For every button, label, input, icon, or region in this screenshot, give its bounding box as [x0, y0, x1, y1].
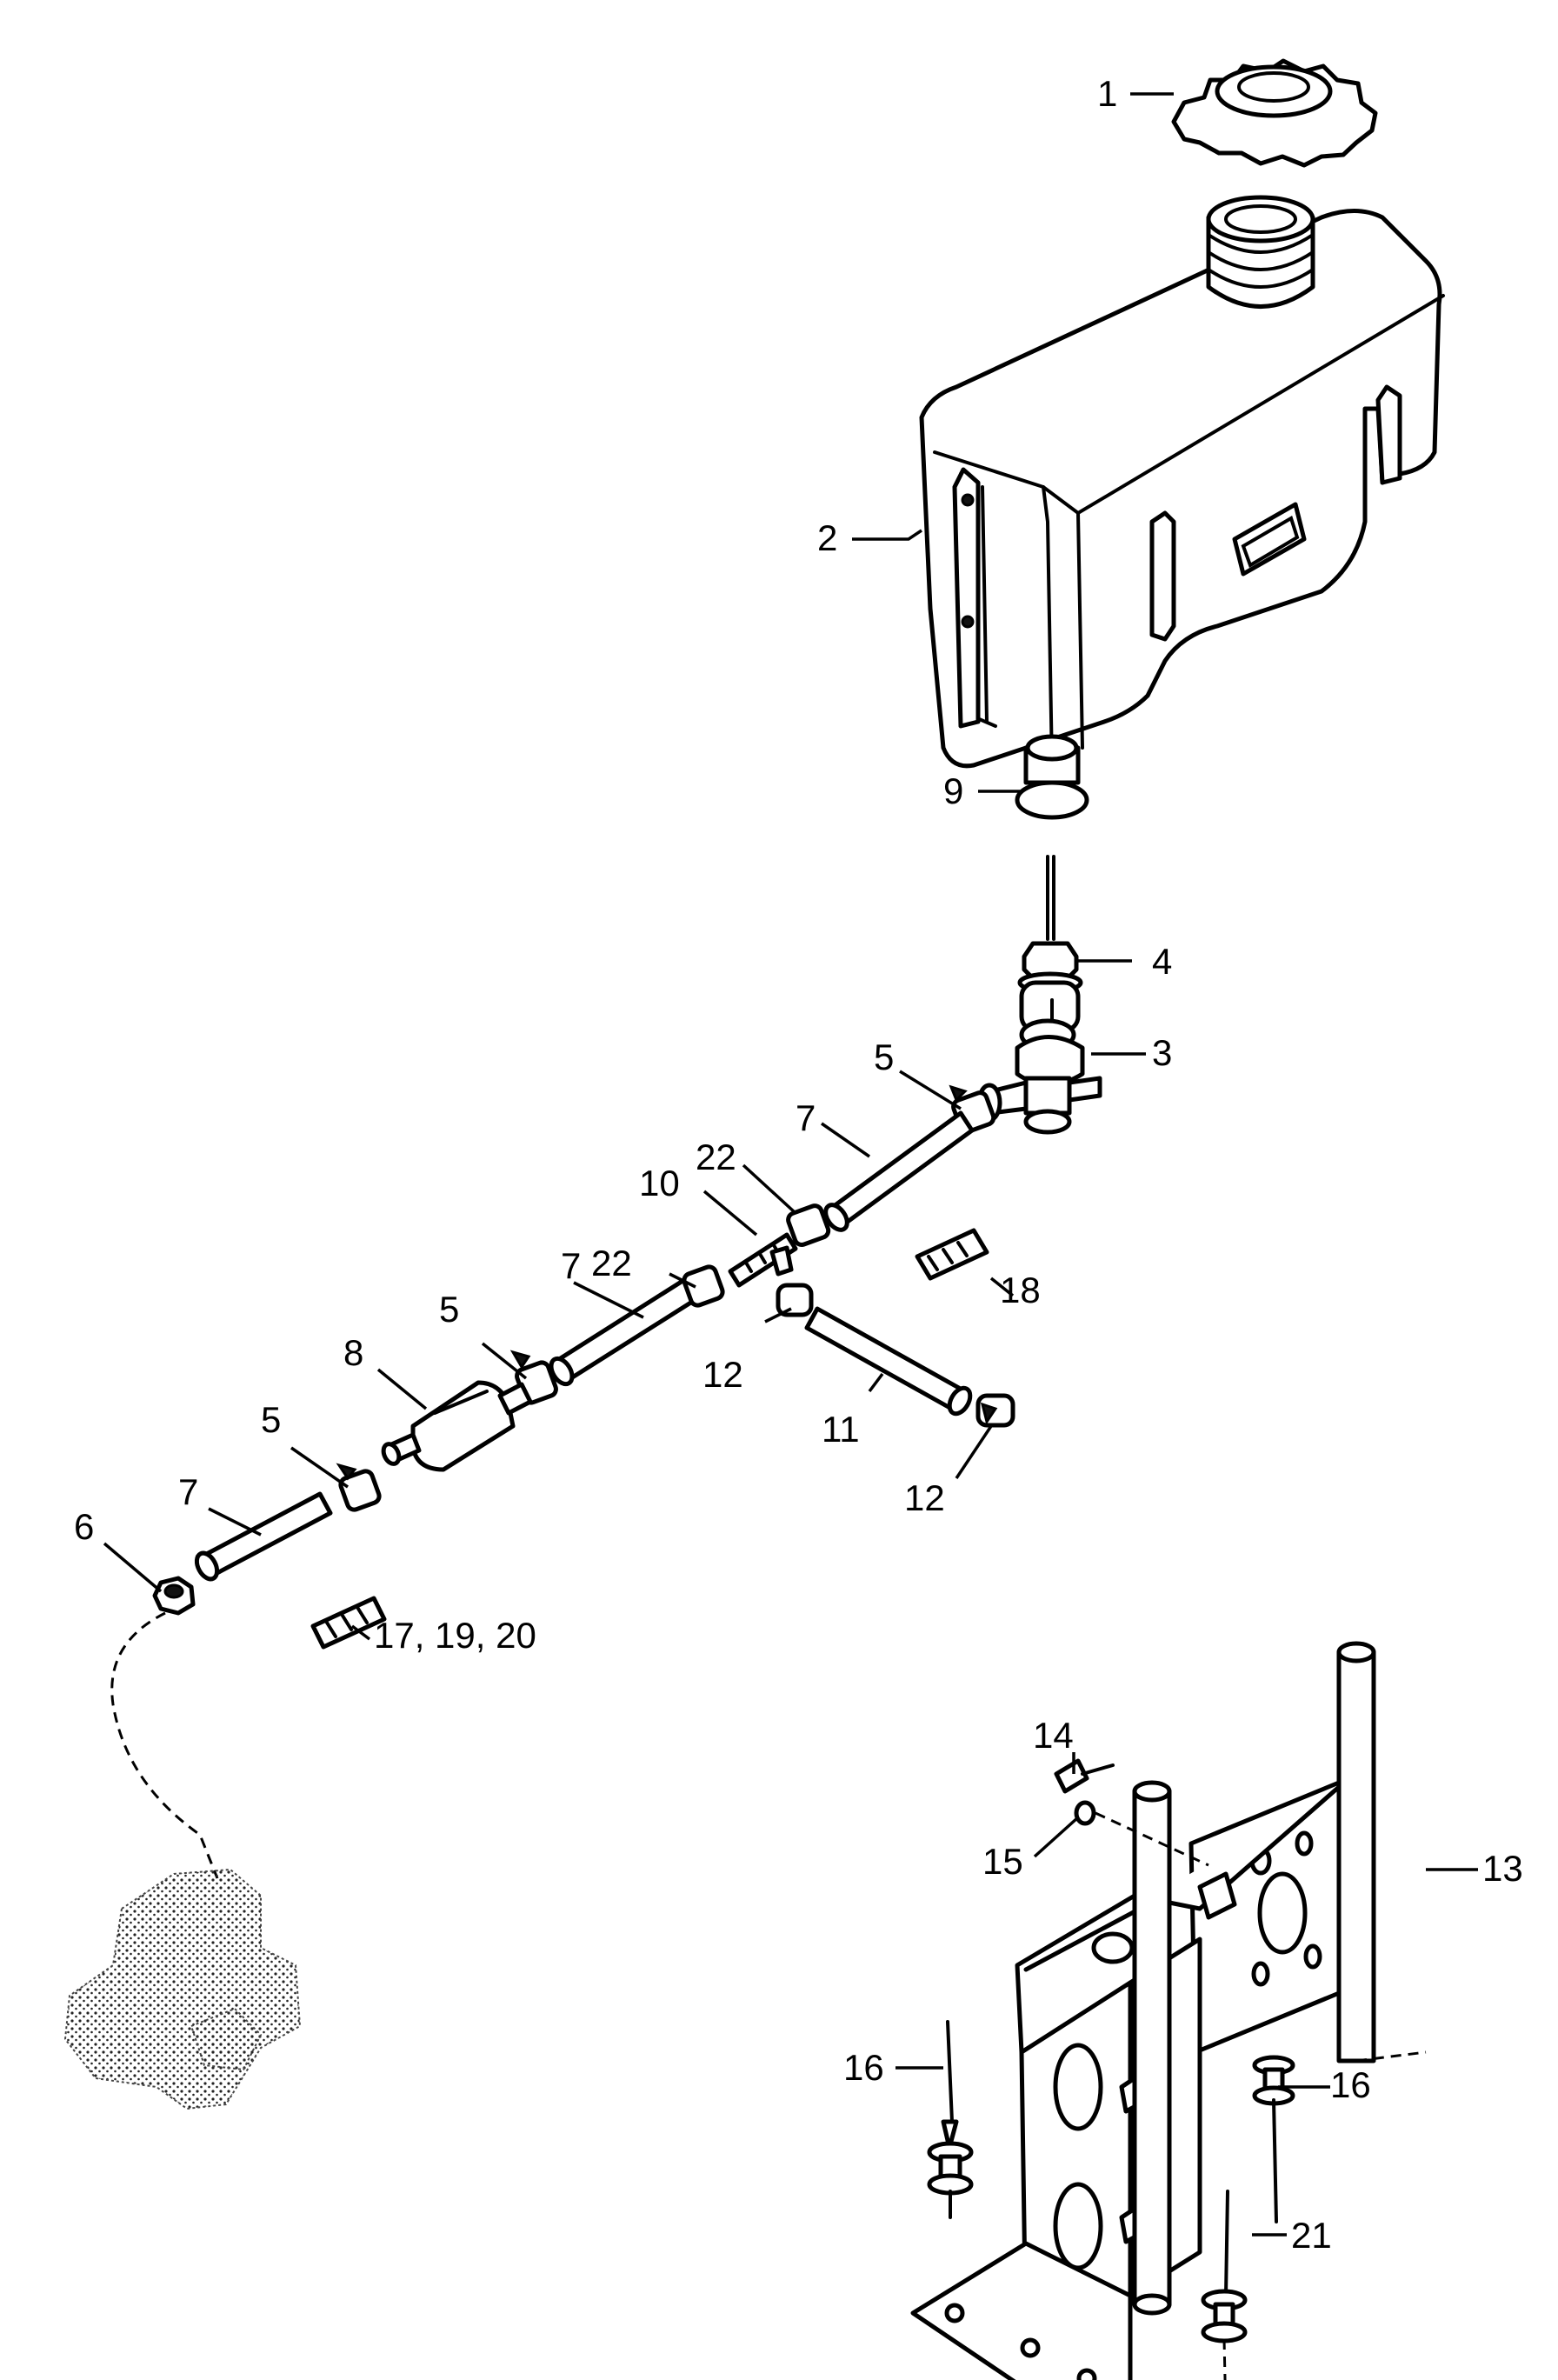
- routing-line: [110, 1611, 219, 1879]
- hose-upper: [823, 1110, 975, 1232]
- hose-branch: [804, 1306, 973, 1417]
- callout-5-middle: 5: [439, 1289, 459, 1330]
- hose-middle: [549, 1276, 702, 1387]
- tube-axis: [1355, 2050, 1427, 2063]
- engine-silhouette: [63, 1868, 302, 2110]
- callout-18: 18: [1000, 1270, 1041, 1310]
- callout-17-19-20: 17, 19, 20: [374, 1615, 536, 1656]
- hose-clamp-12: [776, 1283, 814, 1317]
- callout-5-lower: 5: [261, 1399, 281, 1440]
- callout-22-upper: 22: [696, 1137, 736, 1177]
- callout-16-left: 16: [843, 2047, 884, 2088]
- callout-7-upper: 7: [796, 1097, 816, 1138]
- leader-lines: [103, 92, 1478, 2237]
- callout-12-upper: 12: [702, 1354, 743, 1395]
- bolt-14: [1054, 1758, 1115, 1794]
- hose-lower: [194, 1491, 333, 1582]
- washer-15: [1074, 1800, 1096, 1826]
- hose-clamp-22: [682, 1264, 725, 1308]
- check-valve: [381, 1380, 533, 1472]
- callout-12-lower: 12: [904, 1477, 945, 1518]
- callout-15: 15: [982, 1841, 1023, 1882]
- callout-13: 13: [1482, 1848, 1523, 1889]
- mounting-pin-16a: [927, 2020, 974, 2219]
- callout-4: 4: [1152, 941, 1172, 982]
- callout-7-middle: 7: [561, 1245, 581, 1286]
- tank-grommet: [1015, 734, 1089, 820]
- bolt-axis: [1095, 1811, 1209, 1867]
- support-tube-short: [1132, 1780, 1172, 2316]
- callout-7-lower: 7: [178, 1471, 198, 1512]
- mounting-pin-16b: [1252, 2055, 1295, 2223]
- tank-cap: [1171, 58, 1378, 168]
- callout-21: 21: [1291, 2215, 1332, 2256]
- strainer-and-valve: [976, 855, 1102, 1135]
- mounting-pin-21: [1201, 2190, 1248, 2380]
- nozzle-nut: [152, 1576, 196, 1616]
- callout-5-upper: 5: [874, 1037, 894, 1077]
- callout-3: 3: [1152, 1032, 1172, 1073]
- hose-clamp: [336, 1463, 382, 1512]
- callout-8: 8: [343, 1332, 363, 1373]
- callout-10: 10: [639, 1163, 680, 1203]
- callout-14: 14: [1033, 1715, 1074, 1756]
- reservoir-tank: [919, 195, 1445, 769]
- fitting-kit-17-19-20: [310, 1596, 387, 1650]
- tee-fitting: [728, 1232, 798, 1288]
- hose-clamp-12: [975, 1393, 1015, 1428]
- callout-6: 6: [74, 1506, 94, 1547]
- callout-11: 11: [822, 1409, 860, 1450]
- callout-2: 2: [817, 517, 837, 558]
- callout-22-lower: 22: [591, 1243, 632, 1283]
- callout-9: 9: [943, 770, 963, 811]
- fitting-kit-18: [915, 1228, 989, 1281]
- callout-1: 1: [1097, 73, 1117, 114]
- callout-16-right: 16: [1330, 2064, 1371, 2105]
- support-tube-tall: [1336, 1641, 1376, 2063]
- hose-clamp-22: [786, 1203, 831, 1248]
